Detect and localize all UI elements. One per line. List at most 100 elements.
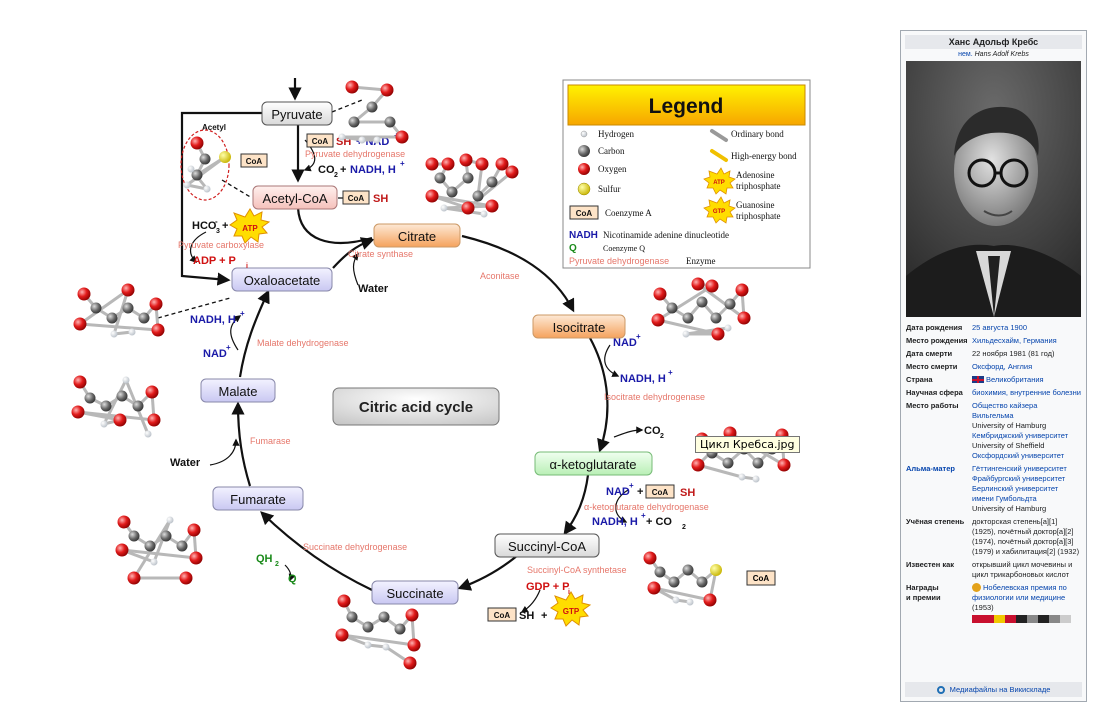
list-item[interactable]: Вильгельма <box>972 410 1014 420</box>
value-text[interactable]: Оксфорд, Англия <box>972 361 1033 371</box>
ribbon-bar <box>994 614 1005 623</box>
svg-text:2: 2 <box>682 524 686 531</box>
svg-text:ATP: ATP <box>242 224 258 233</box>
atp-icon: ATP <box>229 208 271 244</box>
atom <box>149 297 163 311</box>
bond <box>653 586 711 602</box>
ribbon-bar <box>1027 614 1038 623</box>
atom <box>722 457 734 469</box>
akg-molecule <box>691 426 791 483</box>
list-item[interactable]: Кембриджский университет <box>972 430 1069 440</box>
svg-text:+: + <box>226 343 231 352</box>
bond <box>102 379 128 425</box>
atom <box>73 375 87 389</box>
atom <box>777 458 791 472</box>
svg-text:HCO: HCO <box>192 220 217 232</box>
succinate-molecule <box>335 594 421 670</box>
row-degree-key: Учёная степень <box>906 516 965 526</box>
list-item[interactable]: Гёттингенский университет <box>972 463 1067 473</box>
svg-text:+: + <box>641 511 646 520</box>
row-alma-mater-key[interactable]: Альма-матер <box>906 463 955 473</box>
svg-text:CoA: CoA <box>652 488 669 497</box>
list-item[interactable]: Берлинский университет <box>972 483 1059 493</box>
arrow-malate-oxaloacetate <box>238 289 270 378</box>
list-item[interactable]: Оксфордский университет <box>972 450 1065 460</box>
nobel-medal-icon <box>972 583 981 593</box>
list-item[interactable]: Общество кайзера <box>972 400 1038 410</box>
list-item[interactable]: имени Гумбольдта <box>972 493 1037 503</box>
infobox-subtitle: нем. Hans Adolf Krebs <box>901 49 1086 61</box>
svg-text:α-ketoglutarate: α-ketoglutarate <box>549 457 636 472</box>
svg-text:Hydrogen: Hydrogen <box>598 129 634 139</box>
svg-text:Pyruvate: Pyruvate <box>271 107 322 122</box>
enzyme-citrate-synthase: Citrate synthase <box>348 249 413 259</box>
atom <box>480 210 488 218</box>
svg-text:Q: Q <box>569 243 577 254</box>
oxaloacetate-molecule <box>73 283 165 338</box>
atom <box>752 475 760 483</box>
atom <box>691 458 705 472</box>
atom <box>335 628 349 642</box>
metabolite-citrate: Citrate <box>373 223 461 248</box>
atom <box>127 571 141 585</box>
svg-text:SH: SH <box>519 610 534 622</box>
svg-text:+: + <box>636 332 641 341</box>
arrow-fumarate-malate <box>231 401 252 487</box>
language-link[interactable]: нем. <box>958 51 973 58</box>
row-field-value: биохимия, внутренние болезни <box>971 386 1082 399</box>
row-death-place-value: Оксфорд, Англия <box>971 360 1082 373</box>
value-text[interactable]: биохимия, внутренние болезни <box>972 387 1081 397</box>
degree-line: (1925), почётный доктор[a][2] <box>972 526 1074 536</box>
bond <box>341 633 415 647</box>
atom <box>338 133 346 141</box>
list-item[interactable]: Фрайбургский университет <box>972 473 1066 483</box>
atom <box>71 405 85 419</box>
svg-text:GTP: GTP <box>713 209 725 215</box>
atom <box>100 420 108 428</box>
atom <box>472 190 484 202</box>
atom <box>160 530 172 542</box>
atom <box>434 172 446 184</box>
degree-line: (1979) и хабилитация[2] (1932) <box>972 546 1080 556</box>
svg-text:NAD: NAD <box>613 337 637 349</box>
row-degree-value: докторская степень[⁠a][1](1925), почётны… <box>971 515 1082 558</box>
commons-link[interactable]: Медиафайлы на Викискладе <box>905 681 1082 697</box>
value-text[interactable]: Великобритания <box>986 374 1044 384</box>
atom <box>425 189 439 203</box>
value-text[interactable]: Хильдесхайм, Германия <box>972 335 1057 345</box>
svg-text:SH: SH <box>373 193 388 205</box>
arrow-oxaloacetate-citrate <box>332 237 375 269</box>
atom <box>682 564 694 576</box>
atom <box>138 312 150 324</box>
atom <box>166 516 174 524</box>
award-line[interactable]: Нобелевская премия по <box>983 582 1067 592</box>
atom <box>682 330 690 338</box>
svg-text:GDP + P: GDP + P <box>526 581 570 593</box>
svg-text:Oxygen: Oxygen <box>598 164 627 174</box>
svg-text:Oxaloacetate: Oxaloacetate <box>244 273 321 288</box>
metabolite-succinyl-coa: Succinyl-CoA <box>494 533 600 558</box>
atom <box>190 136 204 150</box>
atom <box>446 186 458 198</box>
svg-text:NADH, H: NADH, H <box>350 164 396 176</box>
atom <box>724 298 736 310</box>
bond <box>657 284 713 322</box>
metabolite-acetyl-coa: Acetyl-CoA <box>252 185 338 210</box>
atom <box>384 116 396 128</box>
atom <box>187 165 195 173</box>
svg-text:Nicotinamide adenine dinucleot: Nicotinamide adenine dinucleotide <box>603 230 729 240</box>
portrait-photo[interactable] <box>906 61 1081 317</box>
atom <box>179 571 193 585</box>
svg-text:+: + <box>240 309 245 318</box>
degree-line: докторская степень[⁠a][1] <box>972 516 1058 526</box>
svg-text:High-energy bond: High-energy bond <box>731 151 797 161</box>
value-text[interactable]: 25 августа 1900 <box>972 322 1028 332</box>
award-ribbons <box>972 614 1081 623</box>
svg-text:Fumarate: Fumarate <box>230 492 286 507</box>
award-line[interactable]: физиологии или медицине <box>972 592 1066 602</box>
